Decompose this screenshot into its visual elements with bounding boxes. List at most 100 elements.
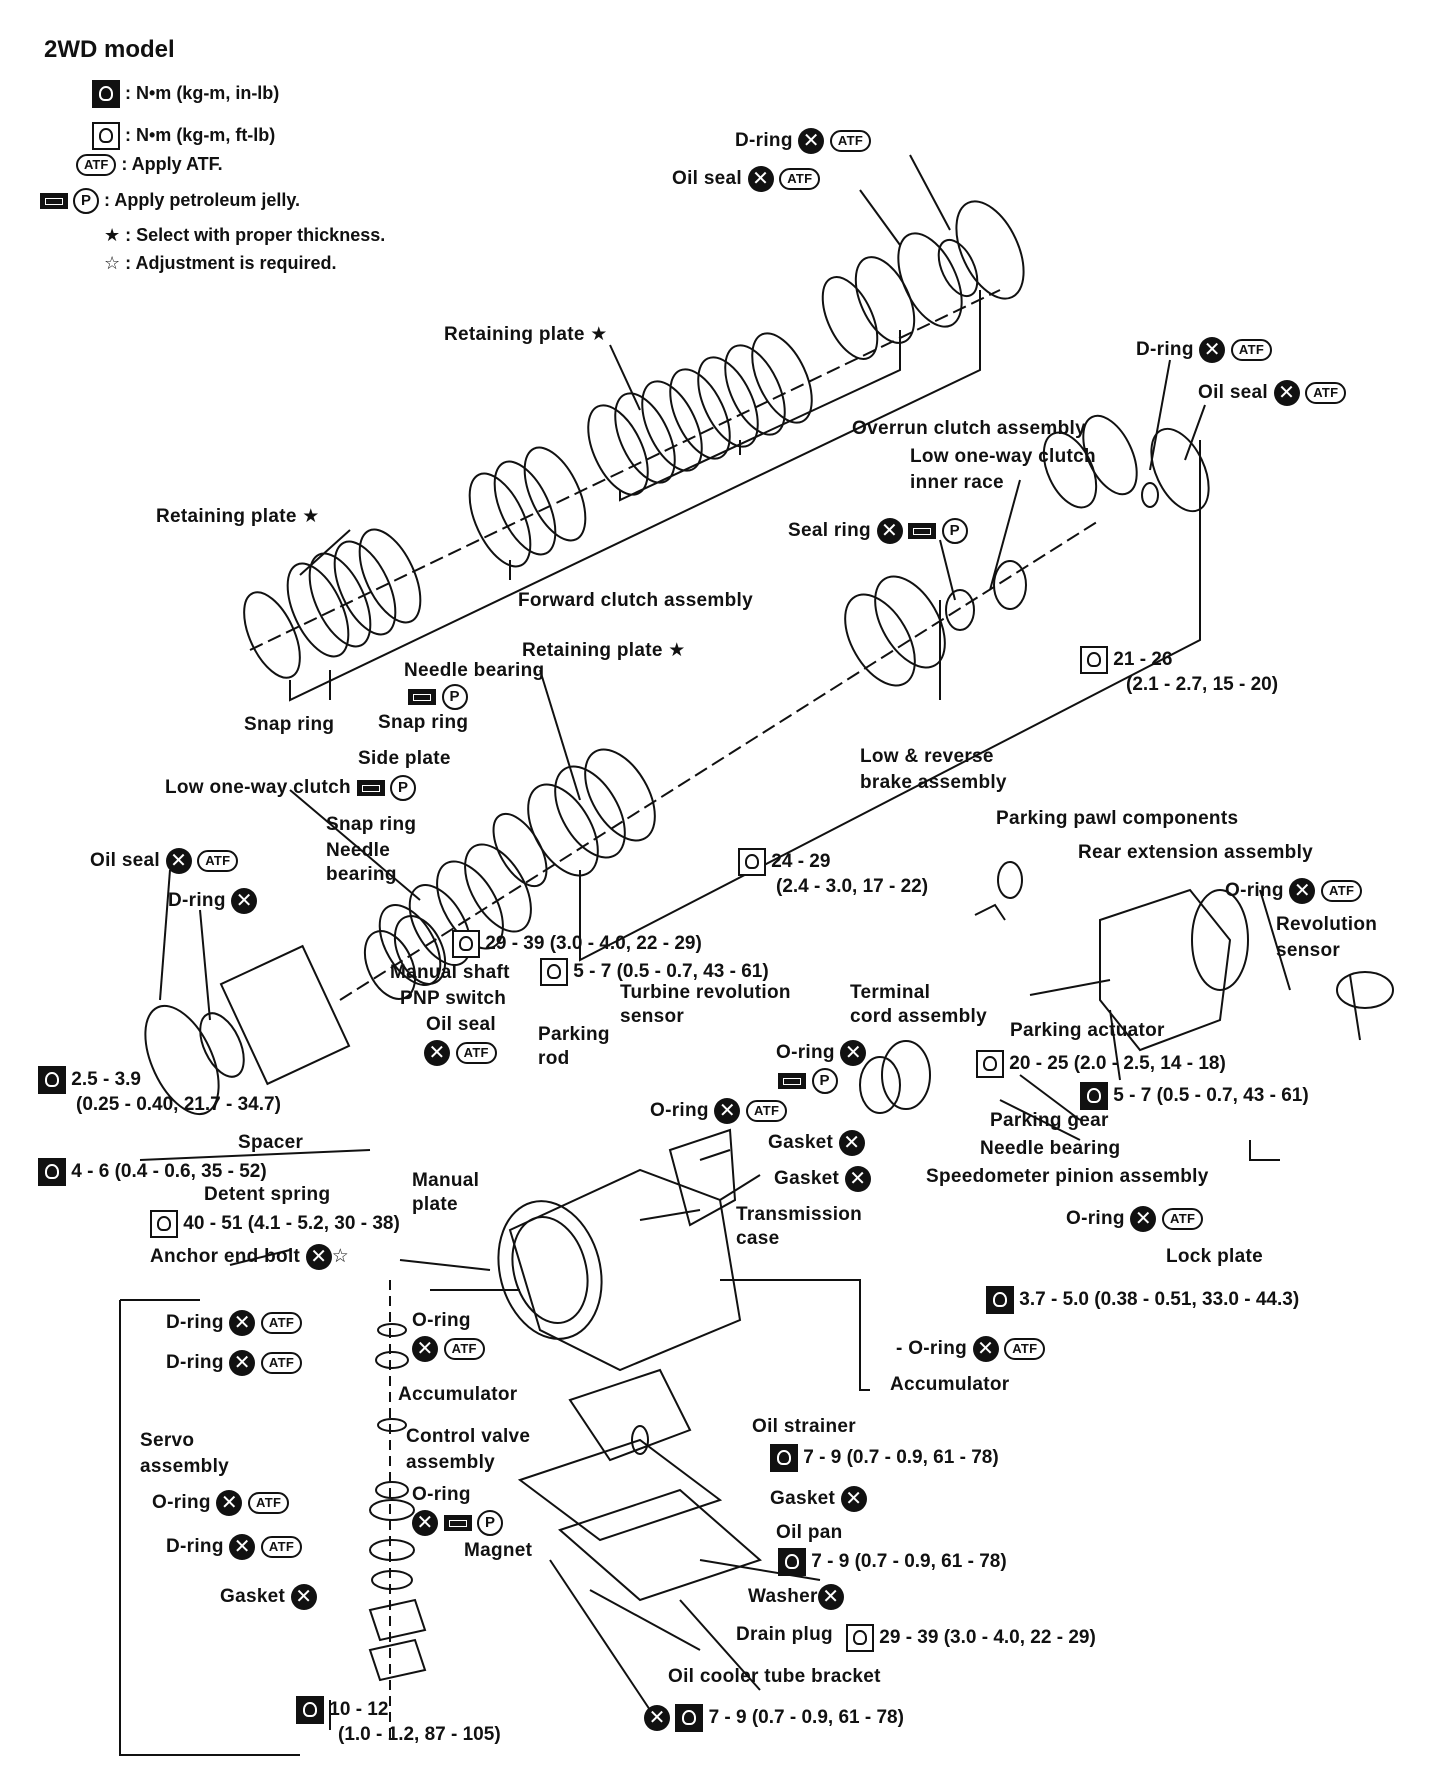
replace-icon: ✕ [229,1350,256,1376]
label-revolution-sensor-1: Revolution [1276,914,1378,935]
label-o-ring-rev: O-ring ✕ ATF [1225,878,1363,904]
label-magnet: Magnet [464,1540,533,1561]
label-o-ring-servo-1-symbols: ✕ ATF [412,1336,485,1362]
replace-icon: ✕ [1199,337,1226,363]
replace-icon: ✕ [817,1584,844,1610]
torque-ftlb-icon [150,1210,178,1238]
petroleum-jelly-icon [908,523,937,539]
retaining-plate-part [286,562,350,658]
replace-icon: ✕ [412,1510,438,1536]
label-turbine-rev-2: sensor [620,1006,685,1027]
torque-inlb-icon [986,1286,1014,1314]
lower-brake-axis [144,414,1210,1116]
label-o-ring-mid1: O-ring ✕ [776,1040,867,1066]
p-circle-icon: P [390,775,417,801]
petroleum-jelly-icon [356,780,385,796]
label-low-oneway-inner-2: inner race [910,472,1004,493]
atf-icon: ATF [443,1338,485,1360]
label-needle-bearing-1: Needle bearing [404,660,545,681]
label-manual-shaft: Manual shaft [390,962,510,983]
star-outline-icon: ☆ [104,253,121,273]
atf-icon: ATF [197,850,239,872]
replace-icon: ✕ [424,1040,450,1066]
replace-icon: ✕ [216,1490,243,1516]
label-retaining-plate-1: Retaining plate ★ [444,324,608,345]
torque-ftlb-icon [540,958,568,986]
petroleum-jelly-icon [40,193,68,209]
label-parking-gear: Parking gear [990,1110,1109,1131]
torque-inlb-icon [1080,1082,1108,1110]
torque-24-29-values: (2.4 - 3.0, 17 - 22) [776,876,929,897]
atf-icon: ATF [260,1312,303,1334]
replace-icon: ✕ [798,128,825,154]
torque-24-29: 24 - 29 [738,848,830,876]
label-transmission-case-1: Transmission [736,1204,863,1225]
replace-icon: ✕ [412,1336,438,1362]
label-control-valve-2: assembly [406,1452,496,1473]
replace-icon: ✕ [714,1098,741,1124]
torque-inlb-icon [675,1704,704,1732]
rear-extension-assembly [859,861,1394,1114]
label-needle-bearing-1-symbols: P [408,684,468,710]
label-accumulator-1: Accumulator [398,1384,518,1405]
label-oil-seal-left: Oil seal ✕ ATF [90,848,239,874]
atf-icon: ATF [1161,1208,1204,1230]
star-filled-icon: ★ [590,324,608,345]
torque-ftlb-icon [976,1050,1004,1078]
label-parking-rod-1: Parking [538,1024,610,1045]
label-o-ring-mid1-symbols: P [778,1068,838,1094]
torque-inlb-icon [778,1548,806,1576]
label-anchor-end-bolt: Anchor end bolt ✕☆ [150,1244,350,1270]
label-lock-plate: Lock plate [1166,1246,1263,1267]
torque-5-7-a: 5 - 7 (0.5 - 0.7, 43 - 61) [540,958,769,986]
snap-ring-part [243,591,301,679]
label-d-ring-servo-2: D-ring ✕ ATF [166,1350,303,1376]
replace-icon: ✕ [229,1534,256,1560]
legend-petroleum-jelly: P : Apply petroleum jelly. [40,188,300,214]
label-manual-plate-1: Manual [412,1170,480,1191]
label-low-reverse-2: brake assembly [860,772,1007,793]
label-transmission-case-2: case [736,1228,780,1249]
label-detent-spring: Detent spring [204,1184,331,1205]
torque-inlb-icon [770,1444,798,1472]
torque-2-5-3-9-values: (0.25 - 0.40, 21.7 - 34.7) [76,1094,281,1115]
label-gasket-2: Gasket ✕ [774,1166,871,1192]
label-terminal-cord-1: Terminal [850,982,931,1003]
label-spacer: Spacer [238,1132,304,1153]
torque-ftlb-icon [1080,646,1108,674]
label-d-ring-servo-3: D-ring ✕ ATF [166,1534,303,1560]
atf-icon: ATF [260,1536,303,1558]
replace-icon: ✕ [1289,878,1316,904]
label-retaining-plate-3: Retaining plate ★ [522,640,686,661]
control-valve-oil-pan [517,1368,762,1602]
label-oil-seal-mid: Oil seal [426,1014,496,1035]
torque-20-25: 20 - 25 (2.0 - 2.5, 14 - 18) [976,1050,1226,1078]
replace-icon: ✕ [838,1130,865,1156]
label-pnp-switch: PNP switch [400,988,507,1009]
servo-assembly-parts [329,1280,427,1740]
replace-icon: ✕ [972,1336,999,1362]
label-overrun-clutch: Overrun clutch assembly [852,418,1086,439]
label-oil-seal-mid-symbols: ✕ ATF [424,1040,497,1066]
replace-icon: ✕ [229,1310,256,1336]
label-seal-ring: Seal ring ✕ P [788,518,968,544]
label-gasket-4: Gasket ✕ [220,1584,317,1610]
page-title: 2WD model [44,36,175,63]
torque-ftlb-icon [92,122,120,150]
label-o-ring-speedo: O-ring ✕ ATF [1066,1206,1204,1232]
replace-icon: ✕ [876,518,903,544]
torque-inlb-icon [38,1158,66,1186]
torque-ftlb-icon [452,930,480,958]
torque-7-9-a: 7 - 9 (0.7 - 0.9, 61 - 78) [770,1444,999,1472]
label-turbine-rev-1: Turbine revolution [620,982,791,1003]
label-parking-rod-2: rod [538,1048,570,1069]
label-snap-ring-1: Snap ring [244,714,335,735]
p-circle-icon: P [73,188,100,214]
label-oil-seal-top: Oil seal ✕ ATF [672,166,821,192]
upper-clutch-axis [243,200,1025,702]
label-low-oneway-clutch: Low one-way clutch P [165,775,417,801]
star-outline-icon: ☆ [331,1246,350,1268]
star-filled-icon: ★ [668,640,686,661]
torque-3-7-5-0: 3.7 - 5.0 (0.38 - 0.51, 33.0 - 44.3) [986,1286,1299,1314]
